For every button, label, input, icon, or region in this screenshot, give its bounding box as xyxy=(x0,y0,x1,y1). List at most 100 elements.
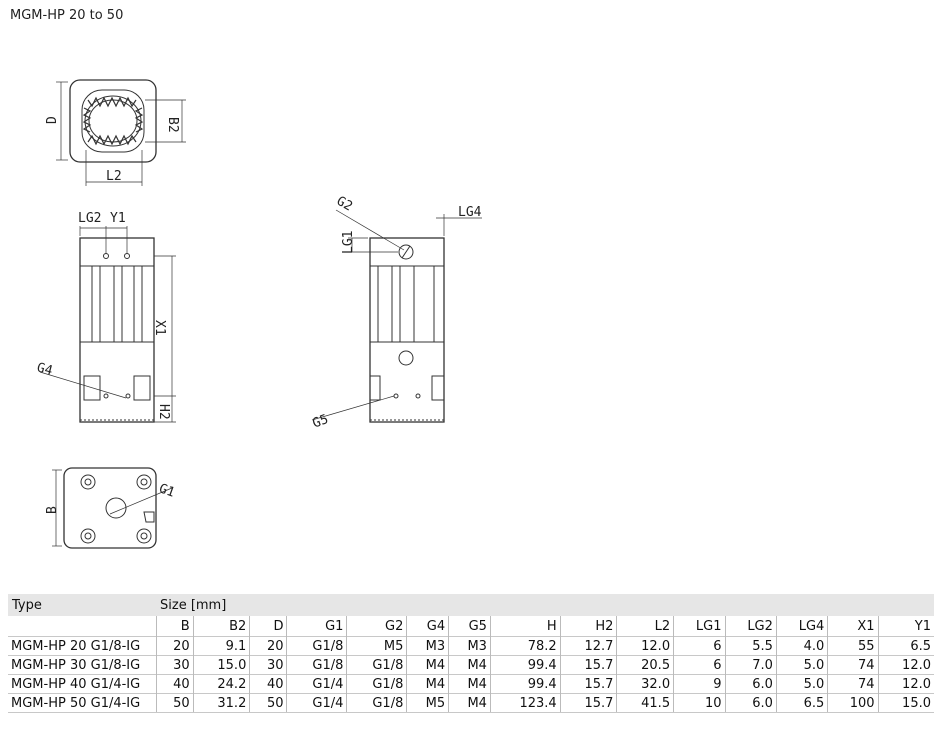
column-header: L2 xyxy=(616,616,675,637)
table-cell: 6 xyxy=(673,636,726,656)
table-cell: 5.0 xyxy=(776,655,829,675)
table-cell: 30 xyxy=(156,655,194,675)
table-cell: 99.4 xyxy=(490,655,561,675)
label-h2: H2 xyxy=(156,404,171,420)
table-cell: 6 xyxy=(673,655,726,675)
column-header: H2 xyxy=(560,616,618,637)
table-cell: 9.1 xyxy=(193,636,251,656)
column-header-row: B B2 D G1 G2 G4 G5 H H2 L2 LG1 LG2 LG4 X… xyxy=(8,616,934,637)
table-cell: M5 xyxy=(406,693,450,713)
table-cell: 15.0 xyxy=(878,693,934,713)
table-cell: MGM-HP 50 G1/4-IG xyxy=(8,693,157,713)
table-cell: M3 xyxy=(406,636,450,656)
label-g1: G1 xyxy=(157,481,177,500)
column-header: H xyxy=(490,616,561,637)
table-cell: 20.5 xyxy=(616,655,675,675)
table-cell: 50 xyxy=(249,693,288,713)
table-cell: MGM-HP 40 G1/4-IG xyxy=(8,674,157,694)
table-cell: M5 xyxy=(346,636,408,656)
table-cell: 6.0 xyxy=(725,674,777,694)
table-cell: 9 xyxy=(673,674,726,694)
table-cell: 6.0 xyxy=(725,693,777,713)
table-cell: 15.7 xyxy=(560,693,618,713)
table-cell: M4 xyxy=(406,655,450,675)
table-cell: 6.5 xyxy=(878,636,934,656)
label-g4: G4 xyxy=(35,360,54,379)
label-g2: G2 xyxy=(334,194,355,215)
label-lg1: LG1 xyxy=(341,231,356,254)
label-b: B xyxy=(45,506,60,514)
table-row: MGM-HP 30 G1/8-IG 30 15.0 30 G1/8 G1/8 M… xyxy=(8,655,934,675)
label-lg2: LG2 xyxy=(78,211,101,226)
table-cell: 41.5 xyxy=(616,693,675,713)
table-cell: 4.0 xyxy=(776,636,829,656)
size-header: Size [mm] xyxy=(156,594,934,616)
table-cell: 6.5 xyxy=(776,693,829,713)
table-cell: M4 xyxy=(406,674,450,694)
table-cell: 10 xyxy=(673,693,726,713)
label-lg4: LG4 xyxy=(458,205,482,220)
label-l2: L2 xyxy=(106,169,122,184)
column-header: D xyxy=(249,616,288,637)
table-cell: 74 xyxy=(827,674,879,694)
label-y1: Y1 xyxy=(110,211,126,226)
column-header: LG4 xyxy=(776,616,829,637)
table-cell: G1/8 xyxy=(286,636,348,656)
table-cell: 12.7 xyxy=(560,636,618,656)
column-header: G5 xyxy=(448,616,491,637)
label-b2: B2 xyxy=(165,117,180,133)
table-cell: 5.0 xyxy=(776,674,829,694)
table-cell: M4 xyxy=(448,693,491,713)
table-cell: G1/8 xyxy=(346,693,408,713)
table-cell: 5.5 xyxy=(725,636,777,656)
table-cell: 24.2 xyxy=(193,674,251,694)
table-cell: M3 xyxy=(448,636,491,656)
table-cell: G1/8 xyxy=(346,655,408,675)
page-title: MGM-HP 20 to 50 xyxy=(10,8,124,23)
table-cell: G1/8 xyxy=(346,674,408,694)
label-g5: G5 xyxy=(311,412,331,431)
table-cell: 30 xyxy=(249,655,288,675)
table-cell: 15.7 xyxy=(560,674,618,694)
table-cell: 12.0 xyxy=(616,636,675,656)
table-cell: 12.0 xyxy=(878,655,934,675)
table-row: MGM-HP 20 G1/8-IG 20 9.1 20 G1/8 M5 M3 M… xyxy=(8,636,934,656)
table-cell: 12.0 xyxy=(878,674,934,694)
table-row: MGM-HP 40 G1/4-IG 40 24.2 40 G1/4 G1/8 M… xyxy=(8,674,934,694)
type-header: Type xyxy=(8,594,156,616)
table-cell: 123.4 xyxy=(490,693,561,713)
top-view xyxy=(56,79,186,186)
table-cell: MGM-HP 30 G1/8-IG xyxy=(8,655,157,675)
table-row: MGM-HP 50 G1/4-IG 50 31.2 50 G1/4 G1/8 M… xyxy=(8,693,934,713)
table-cell: 100 xyxy=(827,693,879,713)
column-header-empty xyxy=(8,616,157,637)
column-header: Y1 xyxy=(878,616,934,637)
table-cell: G1/4 xyxy=(286,693,348,713)
table-cell: M4 xyxy=(448,655,491,675)
column-header: G4 xyxy=(406,616,450,637)
table-cell: M4 xyxy=(448,674,491,694)
column-header: B xyxy=(156,616,194,637)
dimensions-table: Type Size [mm] B B2 D G1 G2 G4 G5 H H2 L… xyxy=(8,594,934,713)
column-header: B2 xyxy=(193,616,251,637)
table-cell: 32.0 xyxy=(616,674,675,694)
column-header: X1 xyxy=(827,616,879,637)
table-cell: G1/8 xyxy=(286,655,348,675)
table-cell: 40 xyxy=(156,674,194,694)
table-cell: 74 xyxy=(827,655,879,675)
table-cell: 7.0 xyxy=(725,655,777,675)
table-cell: 50 xyxy=(156,693,194,713)
table-cell: 99.4 xyxy=(490,674,561,694)
technical-drawing: D B2 L2 LG2 Y1 X1 G4 H2 xyxy=(35,79,482,549)
table-cell: 40 xyxy=(249,674,288,694)
label-d: D xyxy=(45,116,60,124)
table-cell: 78.2 xyxy=(490,636,561,656)
label-x1: X1 xyxy=(152,320,167,336)
table-cell: 15.7 xyxy=(560,655,618,675)
front-view xyxy=(39,226,176,423)
bottom-view xyxy=(52,467,173,549)
table-cell: 20 xyxy=(249,636,288,656)
table-cell: 31.2 xyxy=(193,693,251,713)
column-header: LG1 xyxy=(673,616,726,637)
table-cell: 20 xyxy=(156,636,194,656)
